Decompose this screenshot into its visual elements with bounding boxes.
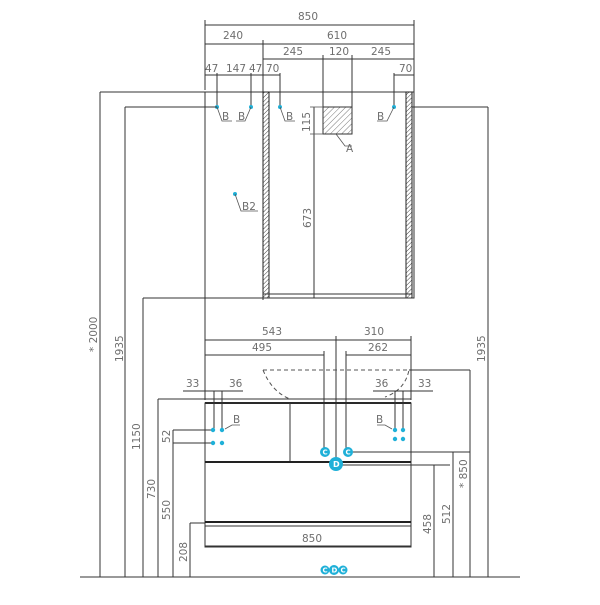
mirror-cabinet: A 115 673 B B B B B2 [204, 91, 415, 299]
dim-33-left: 33 [186, 378, 199, 390]
connection-markers: C C D C D C [320, 447, 470, 575]
outlet-point-r2 [400, 427, 406, 433]
marker-c-left [320, 447, 330, 457]
outlet-point-l2 [219, 427, 225, 433]
svg-text:C: C [323, 449, 328, 457]
callout-b2: B2 [242, 201, 256, 213]
dim-47-a: 47 [205, 63, 218, 75]
dim-1935-right: 1935 [476, 335, 488, 362]
top-dimension-chains: 850 240 610 245 120 245 47 147 47 70 70 [204, 11, 415, 300]
dim-208: 208 [178, 542, 190, 562]
dim-543: 543 [262, 326, 282, 338]
floor-marker-c-right [338, 565, 348, 575]
dim-310: 310 [364, 326, 384, 338]
outlet-point-r4 [400, 436, 406, 442]
mirror-left-panel [262, 91, 270, 299]
dim-610: 610 [327, 30, 347, 42]
dim-245-left: 245 [283, 46, 303, 58]
mirror-right-panel [405, 91, 413, 299]
marker-c-right [343, 447, 353, 457]
dim-52: 52 [161, 430, 173, 443]
callout-b-vanity-right: B [376, 414, 383, 426]
floor-marker-c-left [320, 565, 330, 575]
callout-b-2: B [238, 111, 245, 123]
dim-850-bottom: 850 [302, 533, 322, 545]
basin-outline [262, 369, 410, 400]
dim-512: 512 [441, 504, 453, 524]
dim-70-left: 70 [266, 63, 279, 75]
outlet-point-r1 [392, 427, 398, 433]
right-vertical-dimensions: 458 512 * 850 1935 [411, 106, 489, 577]
dim-147: 147 [226, 63, 246, 75]
dim-673: 673 [302, 208, 314, 228]
dim-495: 495 [252, 342, 272, 354]
outlet-point-l3 [210, 440, 216, 446]
dim-115: 115 [301, 112, 313, 132]
callout-b-1: B [222, 111, 229, 123]
svg-text:C: C [346, 449, 351, 457]
dim-245-right: 245 [371, 46, 391, 58]
outlet-point-l1 [210, 427, 216, 433]
dim-850-right: * 850 [458, 459, 470, 488]
dim-1150: 1150 [131, 423, 143, 450]
outlet-point-l4 [219, 440, 225, 446]
callout-b-vanity-left: B [233, 414, 240, 426]
floor-marker-d [329, 565, 339, 575]
svg-text:D: D [332, 567, 338, 575]
dim-550: 550 [161, 500, 173, 520]
svg-text:D: D [333, 460, 340, 469]
dim-1935-left: 1935 [114, 335, 126, 362]
dim-33-right: 33 [418, 378, 431, 390]
callout-b-3: B [286, 111, 293, 123]
dim-730: 730 [146, 479, 158, 499]
dim-262: 262 [368, 342, 388, 354]
dim-36-right: 36 [375, 378, 389, 390]
callout-b-4: B [377, 111, 384, 123]
dim-120: 120 [329, 46, 349, 58]
dim-458: 458 [422, 514, 434, 534]
callout-a: A [346, 143, 354, 155]
marker-d [329, 457, 343, 471]
dim-47-b: 47 [249, 63, 262, 75]
svg-text:C: C [323, 567, 328, 575]
left-vertical-dimensions: * 2000 1935 1150 730 52 550 208 [88, 91, 217, 577]
dim-70-right: 70 [399, 63, 412, 75]
lamp-a [322, 106, 353, 135]
dim-2000: * 2000 [88, 317, 100, 352]
dim-240: 240 [223, 30, 243, 42]
svg-text:C: C [341, 567, 346, 575]
dim-850-top: 850 [298, 11, 318, 23]
outlet-point-r3 [392, 436, 398, 442]
dim-36-left: 36 [229, 378, 243, 390]
